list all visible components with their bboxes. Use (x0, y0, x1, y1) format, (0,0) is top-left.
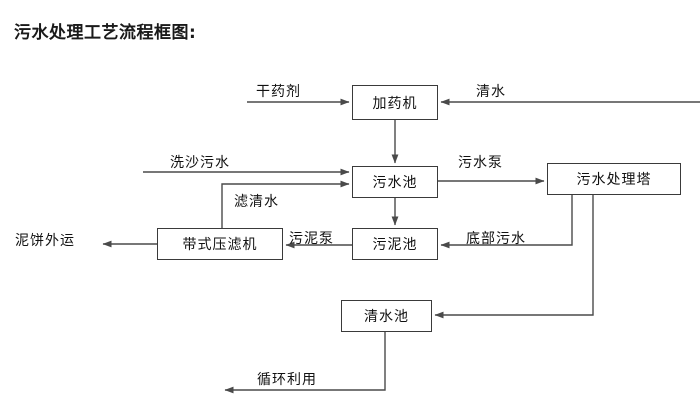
edge-label-filtered_clear_water: 滤清水 (234, 194, 279, 210)
edge-label-recycle_reuse: 循环利用 (257, 372, 317, 388)
node-clean_water_pool[interactable]: 清水池 (341, 300, 432, 332)
connector-bottom-wastewater (440, 195, 573, 249)
connector-filtered-water (221, 180, 350, 228)
edge-label-clean_water_in: 清水 (476, 84, 506, 100)
edge-label-sand_wash_wastewater: 洗沙污水 (170, 155, 230, 171)
node-belt_filter_press[interactable]: 带式压滤机 (157, 228, 283, 260)
node-sludge_pool[interactable]: 污泥池 (352, 228, 438, 260)
edge-label-wastewater_pump: 污水泵 (458, 155, 503, 171)
edge-label-dry_chemical: 干药剂 (256, 84, 301, 100)
edge-label-bottom_wastewater: 底部污水 (466, 231, 526, 247)
page-title: 污水处理工艺流程框图: (14, 23, 197, 43)
connector-tower-to-clean-water (434, 195, 594, 319)
node-dosing_machine[interactable]: 加药机 (352, 85, 438, 120)
edge-label-sludge_pump: 污泥泵 (289, 231, 334, 247)
node-treatment_tower[interactable]: 污水处理塔 (547, 163, 681, 195)
terminal-label-mud_cake_transport: 泥饼外运 (15, 233, 75, 249)
node-wastewater_pool[interactable]: 污水池 (352, 166, 438, 198)
connector-recycle (224, 332, 386, 394)
